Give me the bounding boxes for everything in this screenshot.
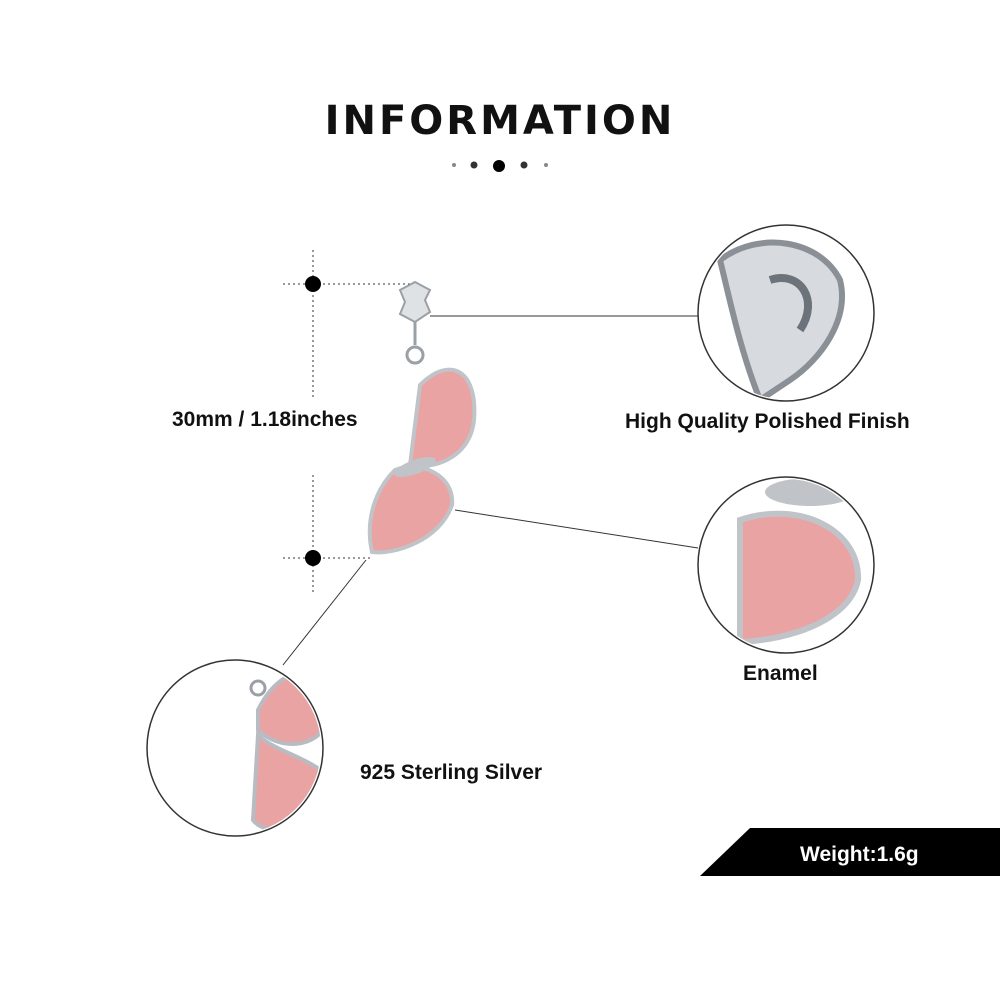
feature-label-silver: 925 Sterling Silver <box>360 761 543 784</box>
dimension-marker <box>283 250 410 592</box>
detail-circle-silver <box>146 659 324 837</box>
weight-badge-bg <box>700 828 1000 876</box>
earring-image <box>367 280 477 555</box>
page-title: INFORMATION <box>324 98 676 144</box>
detail-circle-enamel <box>697 476 875 654</box>
detail-circle-polished <box>697 224 875 402</box>
feature-label-polished: High Quality Polished Finish <box>625 410 910 433</box>
feature-label-enamel: Enamel <box>743 662 818 685</box>
dimension-label: 30mm / 1.18inches <box>172 408 358 431</box>
weight-label: Weight:1.6g <box>800 843 919 866</box>
title-dots <box>452 160 548 172</box>
connector-lines <box>282 315 699 666</box>
